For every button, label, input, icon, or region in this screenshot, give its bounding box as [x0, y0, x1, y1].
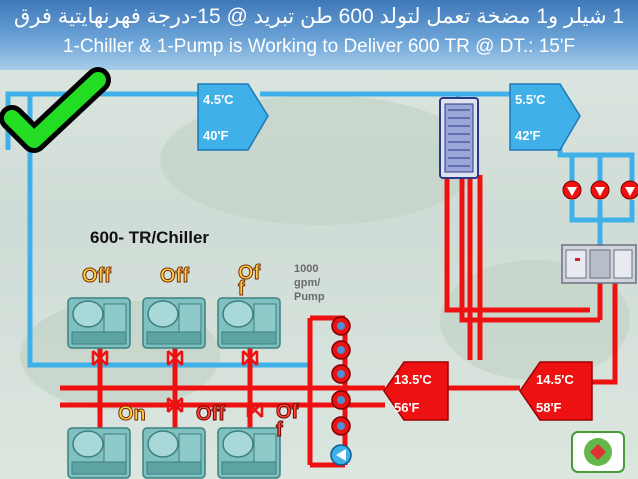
pump-icon[interactable]	[562, 180, 582, 200]
title-english: 1-Chiller & 1-Pump is Working to Deliver…	[62, 36, 576, 57]
chiller-unit-icon[interactable]	[142, 297, 206, 349]
pump-icon[interactable]	[331, 316, 351, 336]
chiller-status-bottom-2: Off	[196, 403, 226, 426]
pump-icon[interactable]	[590, 180, 610, 200]
temp-box-supply-left	[197, 83, 269, 151]
temp-box-return-left	[383, 361, 449, 421]
pump-icon[interactable]	[331, 364, 351, 384]
pump-flow-label: 1000 gpm/ Pump	[294, 263, 325, 303]
secondary-pumps	[562, 180, 638, 200]
pump-icon[interactable]	[620, 180, 638, 200]
temp-box-return-right	[519, 361, 593, 421]
pump-icon[interactable]	[331, 416, 351, 436]
chiller-unit-icon[interactable]	[142, 427, 206, 479]
chiller-status-top-3: Of f	[237, 262, 261, 300]
chiller-unit-icon[interactable]	[217, 427, 281, 479]
chiller-status-bottom-1: On	[118, 403, 147, 426]
return-left-celsius: 13.5'C	[394, 372, 432, 387]
return-right-fahrenheit: 58'F	[536, 400, 562, 415]
return-left-fahrenheit: 56'F	[394, 400, 420, 415]
temp-box-supply-right	[509, 83, 581, 151]
chiller-capacity-label: 600- TR/Chiller	[90, 228, 210, 247]
chiller-status-bottom-3: Of f	[275, 401, 299, 441]
chiller-unit-icon[interactable]	[217, 297, 281, 349]
chiller-status-top-2: Off	[160, 265, 190, 288]
title-arabic: 1 شيلر و1 مضخة تعمل لتولد 600 طن تبريد @…	[13, 5, 625, 28]
return-right-celsius: 14.5'C	[536, 372, 574, 387]
pump-icon[interactable]	[331, 340, 351, 360]
return-water-piping	[60, 175, 618, 470]
supply-right-fahrenheit: 42'F	[515, 128, 541, 143]
title-banner: 1 شيلر و1 مضخة تعمل لتولد 600 طن تبريد @…	[0, 0, 638, 70]
pump-bank	[330, 316, 352, 466]
pump-icon[interactable]	[331, 390, 351, 410]
logo-badge-icon	[571, 431, 625, 473]
plate-heat-exchanger-icon[interactable]	[439, 97, 479, 179]
pump-icon[interactable]	[330, 444, 352, 466]
chiller-status-top-1: Off	[82, 265, 112, 288]
supply-right-celsius: 5.5'C	[515, 92, 546, 107]
supply-left-celsius: 4.5'C	[203, 92, 234, 107]
air-handling-unit-icon[interactable]	[561, 244, 637, 284]
check-mark-icon	[0, 67, 111, 153]
chilled-water-piping	[5, 91, 635, 368]
supply-left-fahrenheit: 40'F	[203, 128, 229, 143]
chiller-unit-icon[interactable]	[67, 427, 131, 479]
chiller-unit-icon[interactable]	[67, 297, 131, 349]
